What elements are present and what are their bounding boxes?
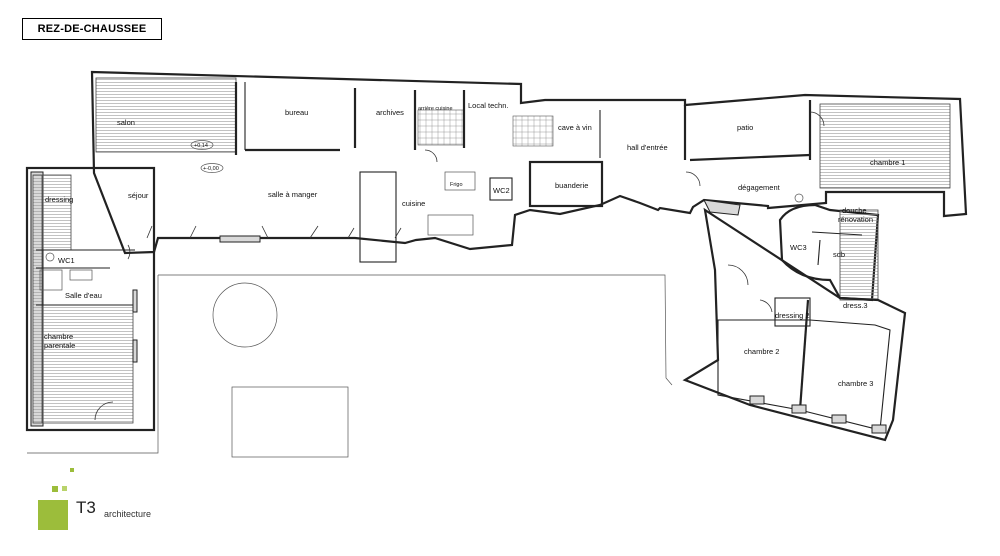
wall-chambre2-chambre3	[798, 299, 810, 411]
logo-subtitle: architecture	[104, 509, 152, 519]
label-degagement: dégagement	[738, 183, 781, 192]
logo-name: T3	[76, 498, 96, 517]
logo-square-small-3	[62, 486, 67, 491]
stairs	[512, 115, 554, 147]
frigo-fixture	[444, 171, 476, 191]
label-sdb: sdb	[833, 250, 845, 259]
label-dressing: dressing	[45, 195, 73, 204]
window-c2-1	[749, 395, 765, 405]
wall-douche-sdb	[811, 231, 863, 236]
window-left-2	[132, 339, 138, 363]
label-patio: patio	[737, 123, 753, 132]
wall-wc3-sdb	[817, 239, 821, 266]
label-wc1: WC1	[58, 256, 75, 265]
label-dress3: dress.3	[843, 301, 868, 310]
salon-floor	[95, 77, 237, 153]
window-c3-1	[831, 414, 847, 424]
wc1-toilet	[45, 252, 55, 262]
label-cuisine: cuisine	[402, 199, 425, 208]
kitchen-island	[359, 171, 397, 263]
level-markers: +0,14 +-0,00	[190, 140, 224, 173]
wall-patio-bottom	[689, 153, 811, 162]
label-renovation: rénovation	[838, 215, 873, 224]
label-bureau: bureau	[285, 108, 308, 117]
label-salon: salon	[117, 118, 135, 127]
french-doors	[146, 225, 402, 239]
terrace	[27, 274, 673, 458]
east-wing	[682, 193, 907, 442]
door-chambre-parentale	[94, 401, 114, 421]
sink-fixture	[69, 269, 93, 281]
label-local-techn: Local techn.	[468, 101, 508, 110]
plan-title: REZ-DE-CHAUSSEE	[22, 18, 162, 40]
label-chambre-1: chambre 1	[870, 158, 905, 167]
arriere-cuisine-floor	[417, 109, 465, 146]
label-hall-entree: hall d'entrée	[627, 143, 668, 152]
douche-hatch	[839, 209, 879, 301]
label-arriere-cuisine: arrière cuisine	[418, 106, 453, 112]
door-hall	[685, 171, 701, 187]
level-text-2: +-0,00	[203, 166, 219, 172]
round-pool	[212, 282, 278, 348]
left-wing-hatch	[32, 174, 43, 424]
logo-square-small-1	[70, 468, 74, 472]
door-chambre1	[809, 111, 825, 127]
door-degagement	[727, 264, 749, 286]
window-c3-2	[871, 424, 887, 434]
door-chambre2	[759, 299, 773, 313]
level-marker-2	[200, 163, 224, 173]
label-salle-a-manger: salle à manger	[268, 190, 318, 199]
label-douche: douche	[842, 206, 867, 215]
wc2-walls	[489, 177, 513, 201]
dressing-floor	[42, 174, 72, 251]
label-chambre-parentale-1: chambre	[44, 332, 73, 341]
left-wing	[25, 166, 156, 432]
label-buanderie: buanderie	[555, 181, 588, 190]
rectangular-pool	[231, 386, 349, 458]
window-sam	[219, 235, 261, 243]
label-sejour: séjour	[128, 191, 149, 200]
logo-square-small-2	[52, 486, 58, 492]
terrace-outline	[27, 274, 673, 454]
window-c2-2	[791, 404, 807, 414]
east-wing-outer	[682, 207, 907, 442]
main-block	[90, 70, 968, 263]
label-chambre-parentale-2: parentale	[44, 341, 75, 350]
label-wc3: WC3	[790, 243, 807, 252]
left-wing-outer-wall	[25, 166, 156, 432]
level-text-1: +0,14	[194, 143, 208, 149]
dressing-2-walls	[774, 297, 811, 327]
kitchen-counter	[427, 214, 474, 236]
bathtub-fixture	[39, 269, 63, 291]
label-chambre-3: chambre 3	[838, 379, 873, 388]
level-marker-1	[190, 140, 214, 150]
label-chambre-2: chambre 2	[744, 347, 779, 356]
label-archives: archives	[376, 108, 404, 117]
room-labels: salon bureau archives arrière cuisine Lo…	[44, 101, 905, 388]
door-archives	[424, 149, 438, 163]
degagement-wall	[703, 199, 741, 216]
logo-square-large	[38, 500, 68, 530]
label-salle-eau: Salle d'eau	[65, 291, 102, 300]
label-wc2: WC2	[493, 186, 510, 195]
label-cave-a-vin: cave à vin	[558, 123, 592, 132]
main-block-outer-wall	[90, 70, 968, 255]
chambre-1-floor	[819, 103, 951, 189]
buanderie-walls	[528, 160, 604, 208]
label-dressing-2: dressing 2	[775, 311, 810, 320]
window-left-1	[132, 289, 138, 313]
chambre-parentale-floor	[42, 304, 134, 424]
degagement-fixture	[794, 193, 804, 203]
chambres-walls	[717, 319, 891, 431]
label-frigo: Frigo	[450, 182, 463, 188]
